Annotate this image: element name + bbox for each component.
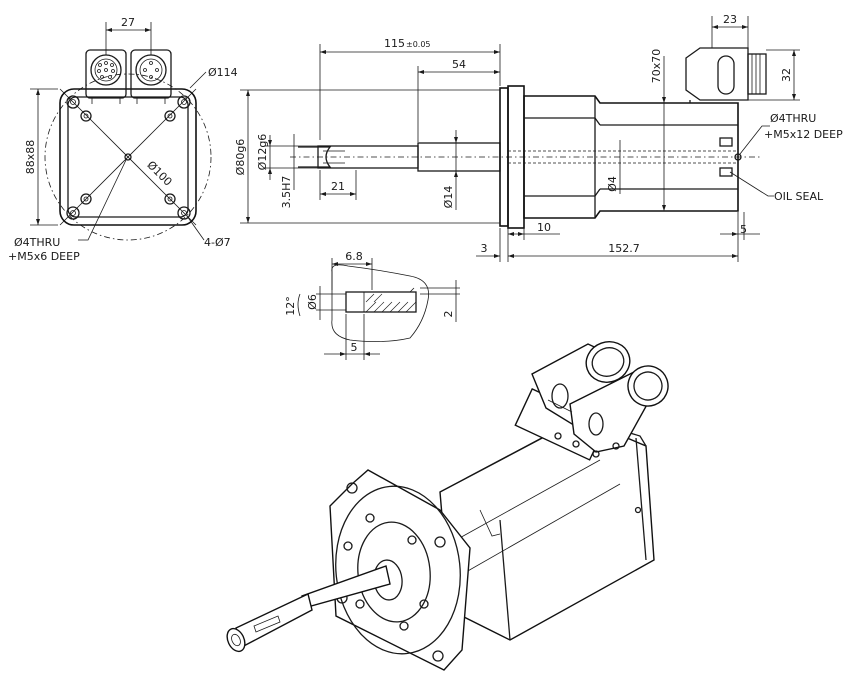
side-dim-54: 54 xyxy=(452,58,466,71)
front-dim-100: Ø100 xyxy=(144,158,174,188)
detail-view: 6.8 12° Ø6 2 5 xyxy=(284,250,460,360)
center-hole xyxy=(124,153,132,161)
connectors-front xyxy=(85,49,172,104)
detail-dim-12deg: 12° xyxy=(284,296,297,316)
side-dim-35: 3.5H7 xyxy=(280,176,293,209)
side-dim-14: Ø14 xyxy=(442,186,455,209)
side-oil-seal: OIL SEAL xyxy=(774,190,824,203)
detail-dim-5: 5 xyxy=(351,341,358,354)
side-dim-23: 23 xyxy=(723,13,737,26)
isometric-view xyxy=(226,341,669,671)
front-dim-27: 27 xyxy=(121,16,135,29)
side-dim-4: Ø4 xyxy=(606,176,619,192)
detail-dim-6: Ø6 xyxy=(306,294,319,310)
flange-inner xyxy=(67,96,189,218)
tapped-holes xyxy=(80,110,176,205)
side-dim-115: 115 xyxy=(384,37,405,50)
front-tap-note-1: Ø4THRU xyxy=(14,236,60,249)
iso-shaft-tip xyxy=(235,593,313,650)
front-dim-114: Ø114 xyxy=(208,66,238,79)
side-dim-3: 3 xyxy=(481,242,488,255)
side-dim-80: Ø80g6 xyxy=(234,139,247,176)
side-dim-5: 5 xyxy=(740,223,747,236)
iso-connectors xyxy=(514,341,669,461)
detail-dim-2: 2 xyxy=(442,311,455,318)
front-tap-note-2: +M5x6 DEEP xyxy=(8,250,80,263)
side-dim-12: Ø12g6 xyxy=(256,134,269,171)
front-dim-88: 88x88 xyxy=(24,140,37,175)
detail-dim-68: 6.8 xyxy=(345,250,363,263)
iso-body xyxy=(439,417,655,641)
side-view: 115 ±0.05 54 Ø80g6 Ø12g6 3.5H7 21 xyxy=(234,13,843,262)
mounting-holes xyxy=(66,95,191,220)
motor-body xyxy=(523,95,739,219)
side-tap-note-1: Ø4THRU xyxy=(770,112,816,125)
side-dim-32: 32 xyxy=(780,68,793,82)
front-view: 27 Ø114 88x88 Ø100 4-Ø7 Ø4THRU +M5x6 DEE… xyxy=(8,16,238,263)
side-dim-115-tol: ±0.05 xyxy=(406,40,431,49)
side-dim-70: 70x70 xyxy=(650,49,663,84)
bolt-circle-114 xyxy=(44,73,212,241)
detail-break-outline xyxy=(331,264,429,342)
flange-square xyxy=(59,88,197,226)
side-dim-21: 21 xyxy=(331,180,345,193)
connector-side xyxy=(685,47,767,103)
side-dim-152: 152.7 xyxy=(608,242,640,255)
side-tap-note-2: +M5x12 DEEP xyxy=(764,128,843,141)
shaft-tip xyxy=(298,146,332,168)
side-dim-10: 10 xyxy=(537,221,551,234)
front-hole-note: 4-Ø7 xyxy=(204,236,231,249)
